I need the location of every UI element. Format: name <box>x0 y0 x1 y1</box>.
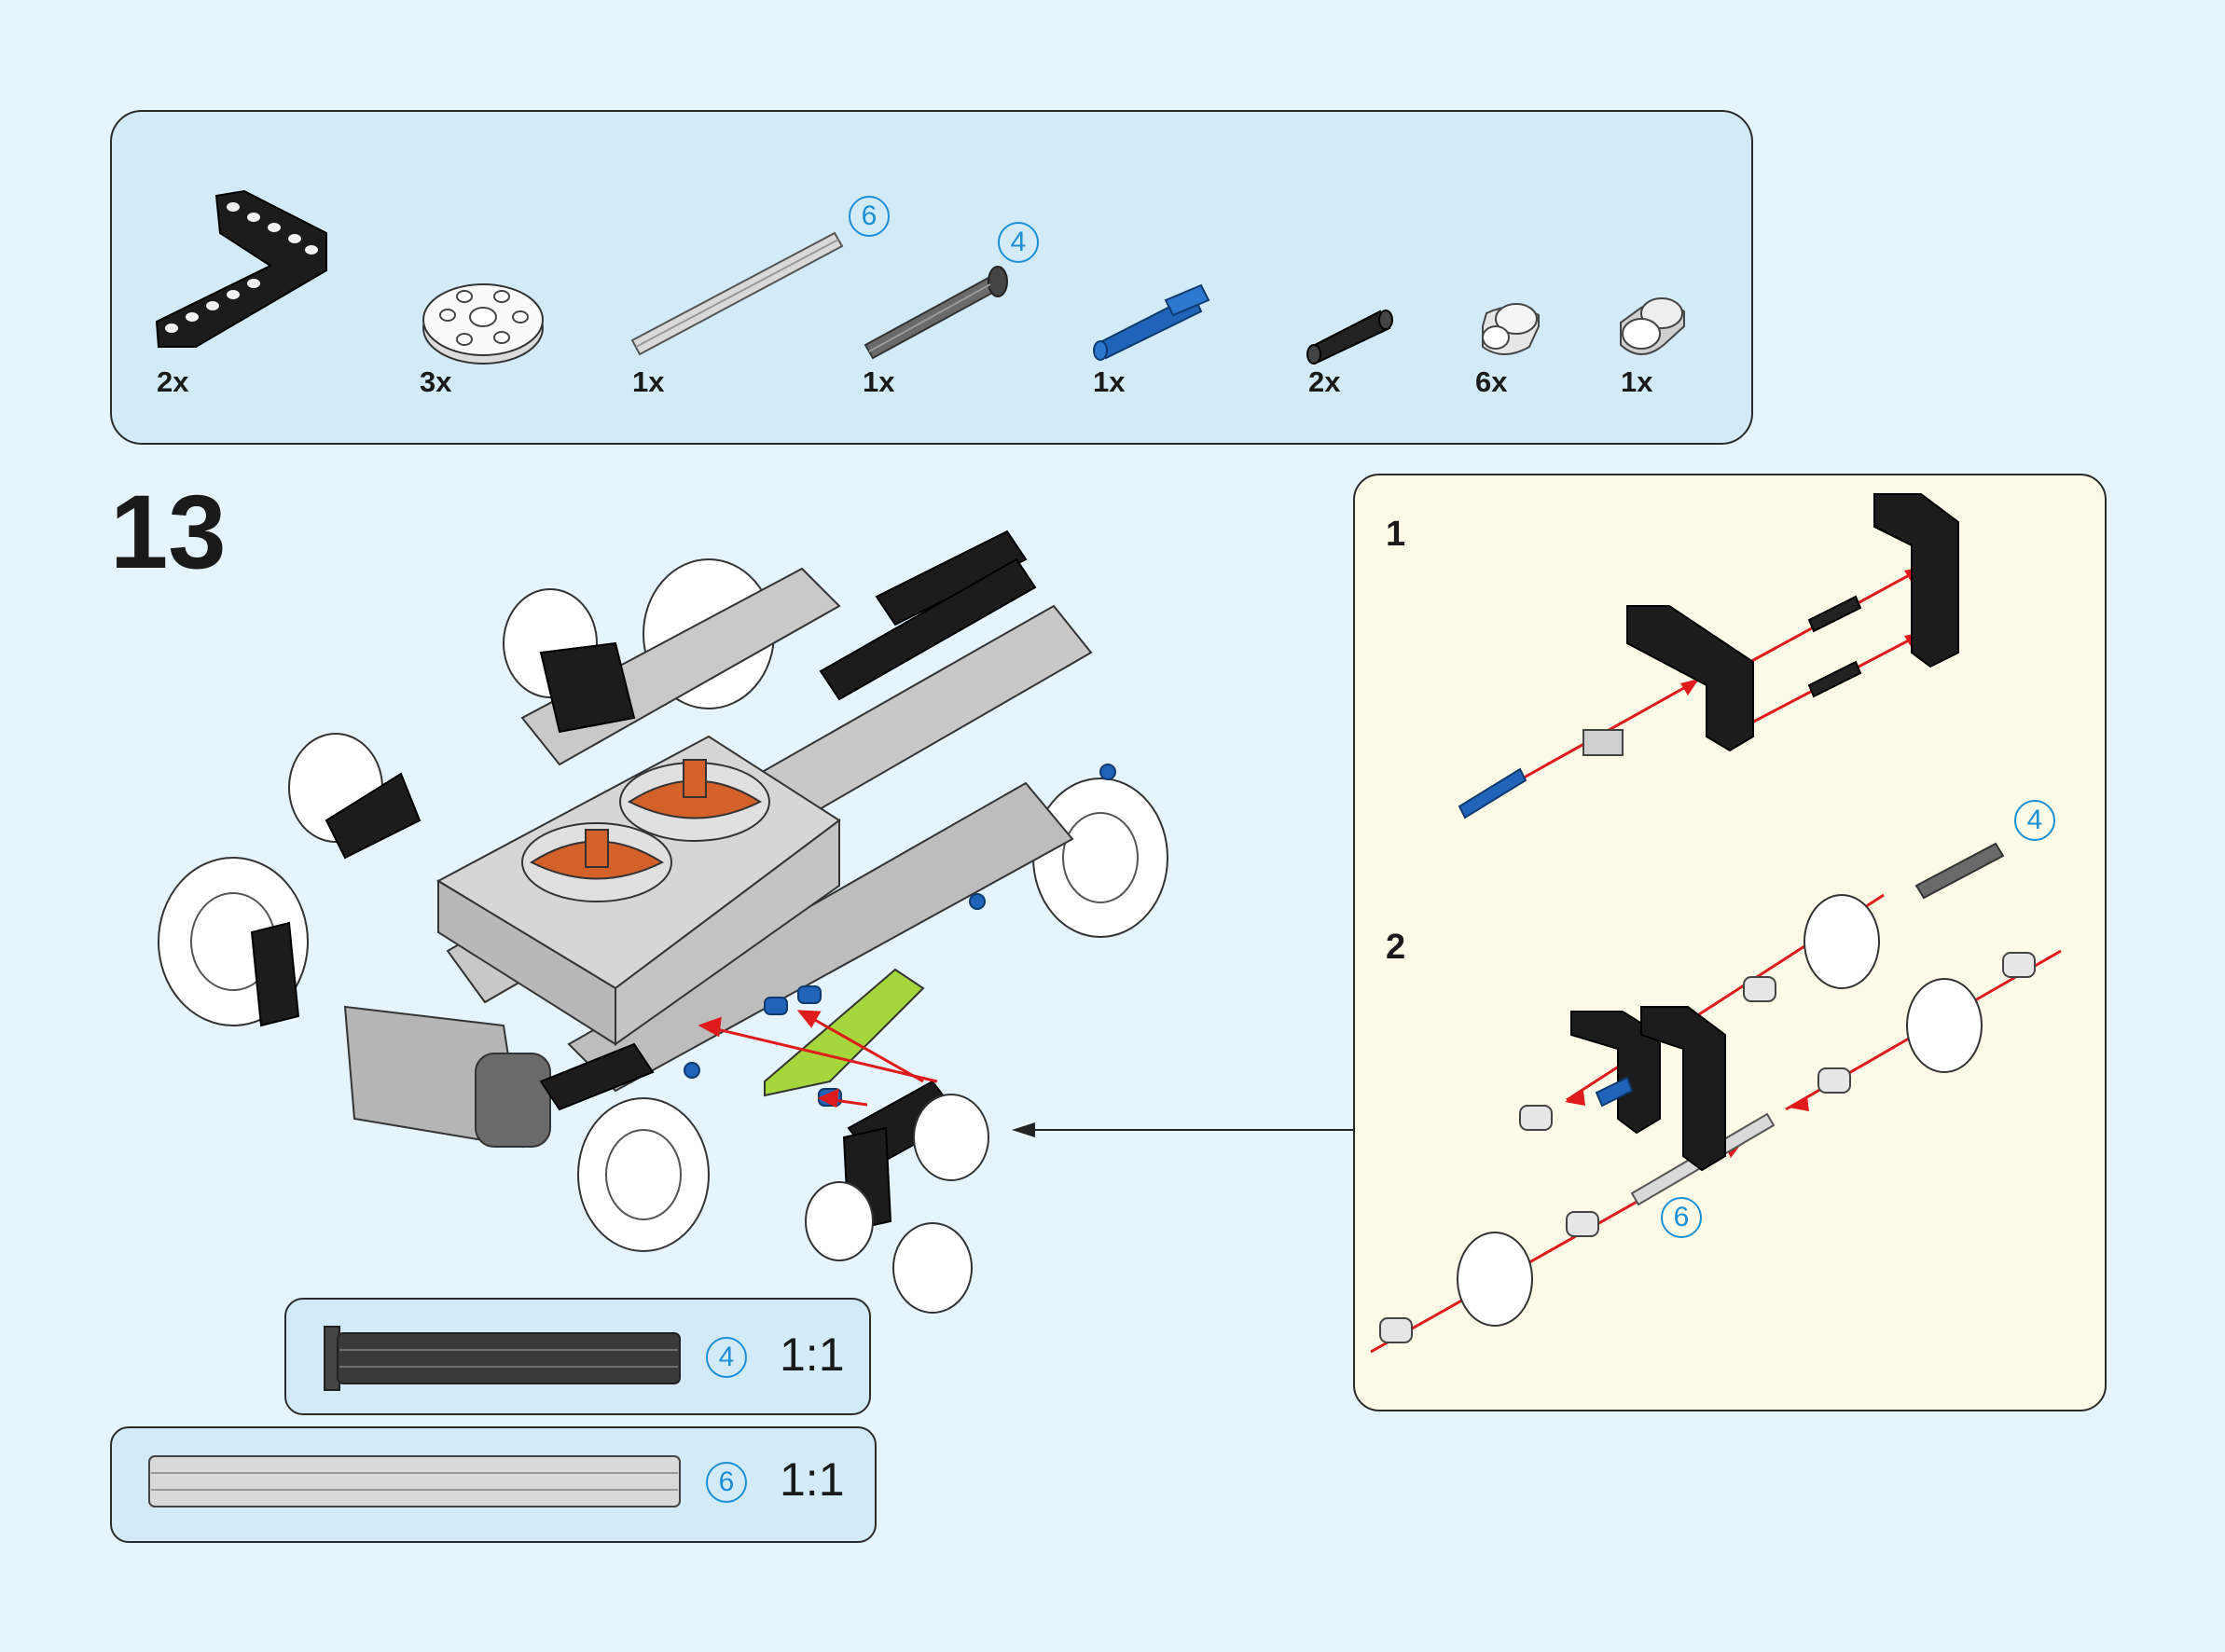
scale-badge-4: 4 <box>706 1337 747 1378</box>
l-beam-icon <box>1640 1006 1726 1172</box>
substep-2-number: 2 <box>1386 928 1406 967</box>
parts-list-panel <box>110 110 1753 445</box>
l-beam-icon <box>1873 493 1959 668</box>
black-pin-icon <box>1306 310 1393 365</box>
axle-length-badge-6: 6 <box>849 196 890 237</box>
substep-1-number: 1 <box>1386 515 1406 554</box>
axle-6-icon <box>148 1455 681 1507</box>
step-number: 13 <box>110 474 227 590</box>
bush-icon <box>1817 1067 1851 1094</box>
black-pin-icon <box>1807 660 1862 698</box>
wheel-icon <box>577 1097 710 1252</box>
scale-ratio-6: 1:1 <box>780 1453 845 1506</box>
qty-wheel-disc: 3x <box>420 365 452 398</box>
substep-2-art <box>1370 842 2062 1354</box>
axle-4-stop-icon <box>864 266 1008 360</box>
blue-pin-icon <box>1093 283 1210 361</box>
scale-ratio-4: 1:1 <box>780 1328 845 1381</box>
qty-spacer: 1x <box>1621 365 1653 398</box>
bush-icon <box>1743 976 1776 1002</box>
axle-length-badge-4: 4 <box>998 222 1039 263</box>
l-beam-icon <box>1626 605 1754 752</box>
axle-6-icon <box>630 231 844 356</box>
bush-icon <box>1379 1317 1413 1343</box>
scale-badge-6: 6 <box>706 1462 747 1503</box>
wheel-disc-icon <box>1803 894 1880 989</box>
substep-1-art <box>1458 493 1959 819</box>
substep-2-badge-6: 6 <box>1661 1197 1702 1238</box>
qty-axle-4: 1x <box>863 365 895 398</box>
bush-icon <box>1482 303 1540 355</box>
qty-axle-6: 1x <box>632 365 665 398</box>
substep-2-badge-4: 4 <box>2014 800 2055 841</box>
qty-l-beam: 2x <box>157 365 189 398</box>
blue-pin-icon <box>1595 1076 1634 1108</box>
qty-blue-pin: 1x <box>1093 365 1126 398</box>
wheel-disc-icon <box>1906 978 1983 1073</box>
qty-black-pin: 2x <box>1308 365 1341 398</box>
blue-pin-icon <box>1458 767 1527 819</box>
wheel-disc-icon <box>1457 1232 1533 1327</box>
axle-4-stop-icon <box>324 1326 681 1391</box>
axle-4-stop-icon <box>1914 842 2005 900</box>
bush-icon <box>1519 1105 1553 1131</box>
bush-icon <box>2002 952 2036 978</box>
qty-bush: 6x <box>1475 365 1508 398</box>
wheel-disc-icon <box>422 283 544 365</box>
black-pin-icon <box>1807 595 1862 633</box>
bush-icon <box>1566 1211 1599 1237</box>
spacer-icon <box>1620 297 1685 355</box>
l-beam-icon <box>1570 1011 1661 1135</box>
l-beam-icon <box>155 189 327 348</box>
spacer-icon <box>1582 729 1624 756</box>
